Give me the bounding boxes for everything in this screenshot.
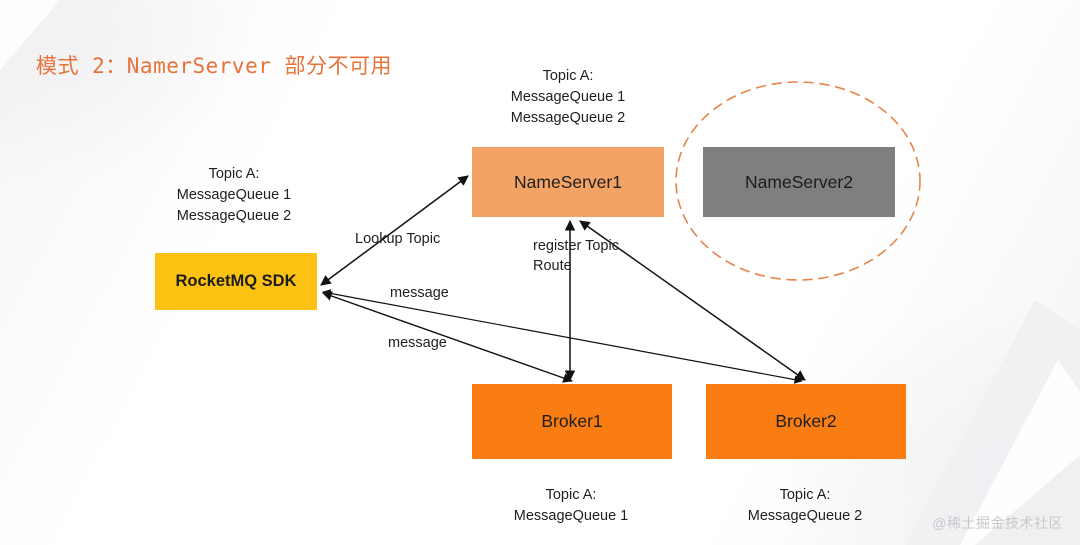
caption-broker1-topic: Topic A: MessageQueue 1 (513, 487, 629, 524)
edge-label-lookup-topic: Lookup Topic (355, 231, 441, 247)
watermark: @稀土掘金技术社区 (932, 515, 1063, 531)
node-nameserver1-label: NameServer1 (514, 171, 622, 192)
node-nameserver2[interactable]: NameServer2 (703, 147, 895, 217)
edge-sdk-broker1-message (322, 291, 573, 383)
caption-nameserver1-topic: Topic A: MessageQueue 1 MessageQueue 2 (510, 68, 626, 126)
edge-label-message-broker1: message (390, 285, 449, 301)
node-nameserver2-label: NameServer2 (745, 171, 853, 192)
node-broker2[interactable]: Broker2 (706, 384, 906, 459)
node-broker1-label: Broker1 (541, 411, 603, 431)
node-rocketmq-sdk-label: RocketMQ SDK (175, 272, 297, 290)
edge-sdk-nameserver1 (320, 175, 469, 286)
caption-sdk-topic: Topic A: MessageQueue 1 MessageQueue 2 (176, 166, 292, 224)
node-rocketmq-sdk[interactable]: RocketMQ SDK (155, 253, 317, 310)
edge-label-message-broker2: message (388, 335, 447, 351)
edge-label-register-topic-route: register Topic Route (533, 238, 619, 274)
node-broker2-label: Broker2 (775, 411, 837, 431)
caption-broker2-topic: Topic A: MessageQueue 2 (747, 487, 863, 524)
node-broker1[interactable]: Broker1 (472, 384, 672, 459)
node-nameserver1[interactable]: NameServer1 (472, 147, 664, 217)
page-title: 模式 2：NamerServer 部分不可用 (36, 54, 393, 78)
